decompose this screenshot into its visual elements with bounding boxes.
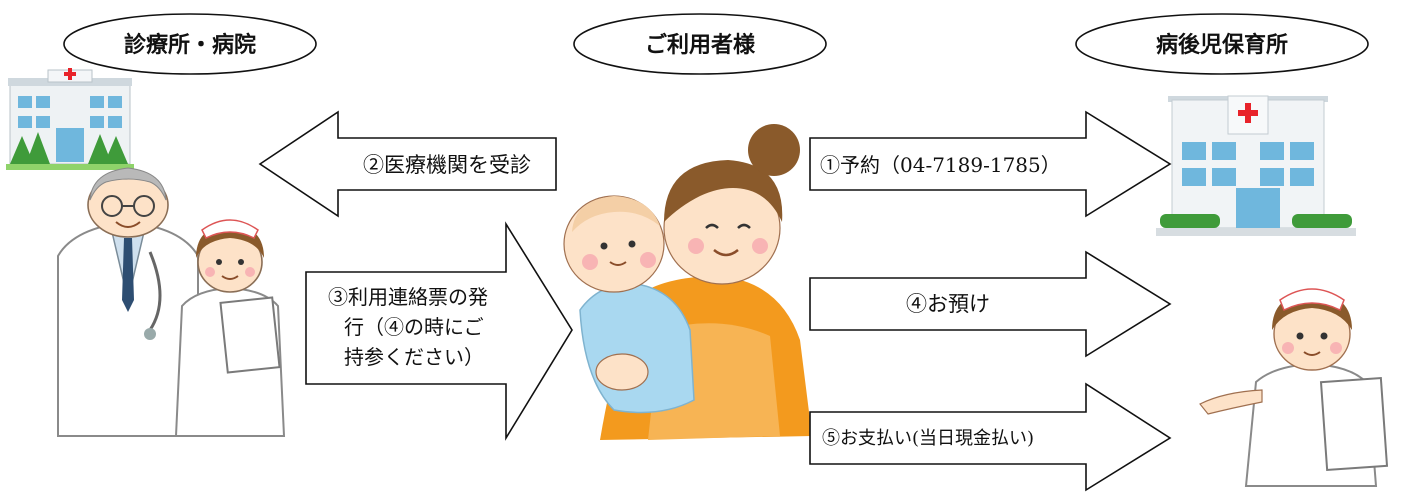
nurse-with-clipboard-icon (1199, 288, 1389, 487)
step3-arrow: ③利用連絡票の発 行（④の時にご 持参ください） (305, 221, 573, 441)
nursery-building-icon (1156, 95, 1356, 236)
step3-label-line3: 持参ください） (344, 345, 484, 369)
step5-arrow: ⑤お支払い(当日現金払い) (809, 382, 1172, 492)
header-clinic-hospital-label: 診療所・病院 (124, 32, 256, 58)
step4-label: ④お預け (906, 292, 990, 316)
step1-label: ①予約（04-7189-1785） (820, 153, 1061, 177)
header-clinic-hospital: 診療所・病院 (63, 13, 317, 75)
header-sick-child-nursery: 病後児保育所 (1075, 13, 1369, 75)
doctor-and-nurse-icon (57, 167, 286, 437)
clinic-building-icon (6, 68, 134, 170)
mother-holding-baby-icon (563, 124, 812, 440)
header-nursery-label: 病後児保育所 (1156, 32, 1288, 58)
header-user-label: ご利用者様 (645, 32, 756, 58)
step3-label-line2: 行（④の時にご (344, 315, 484, 339)
step3-label-line1: ③利用連絡票の発 (328, 285, 488, 309)
header-user: ご利用者様 (573, 13, 827, 75)
step1-arrow: ①予約（04-7189-1785） (809, 110, 1172, 218)
step4-arrow: ④お預け (809, 250, 1172, 358)
step5-label: ⑤お支払い(当日現金払い) (822, 428, 1034, 449)
step2-label: ②医療機関を受診 (363, 153, 531, 177)
step2-arrow: ②医療機関を受診 (258, 110, 557, 218)
